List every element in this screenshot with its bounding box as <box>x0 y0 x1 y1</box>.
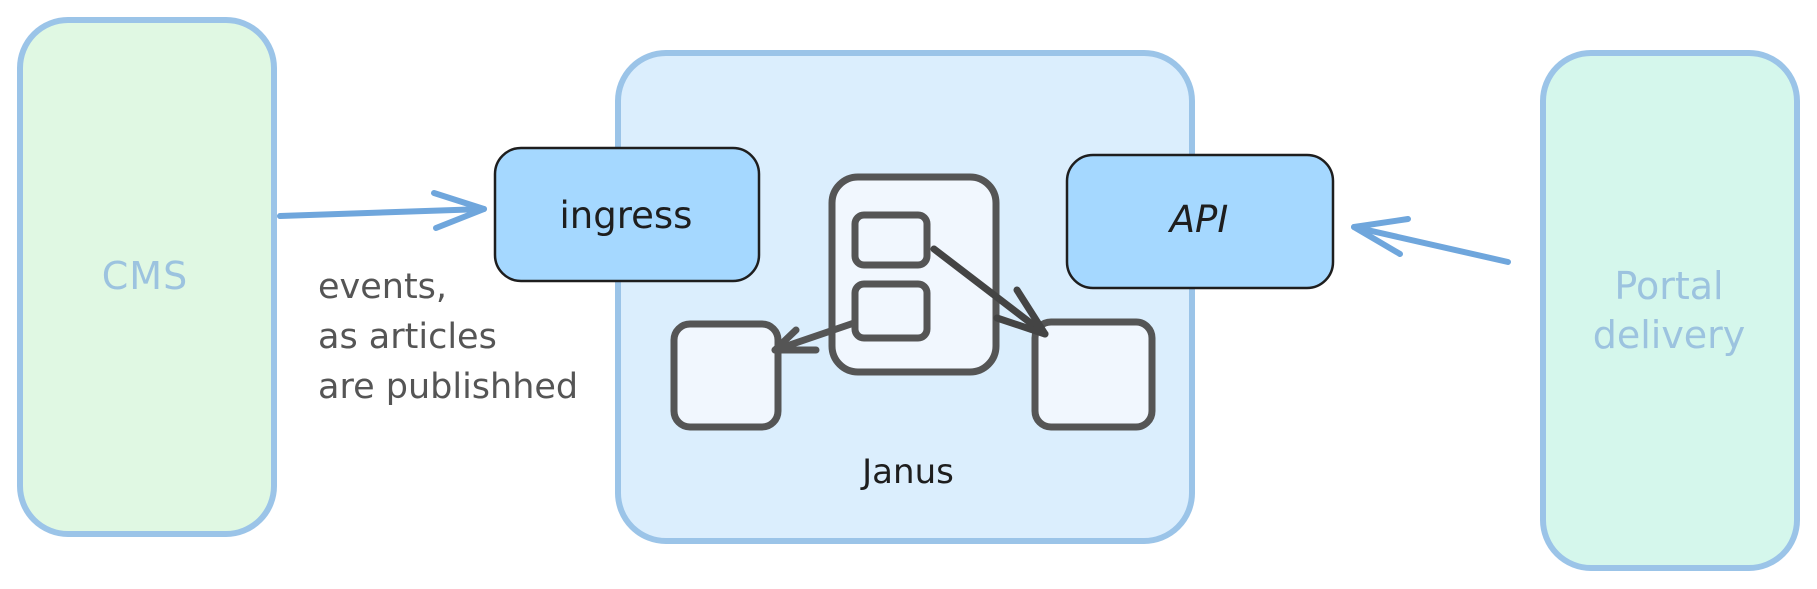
portal-delivery-box[interactable] <box>1540 50 1800 571</box>
events-note-line-1: events, <box>318 267 448 307</box>
janus-label: Janus <box>862 452 954 492</box>
janus-internal-arrow-right <box>930 245 1049 338</box>
janus-right-box <box>1031 318 1156 431</box>
janus-core-slot-top <box>851 211 931 269</box>
events-note: events, as articles are publishhed <box>318 262 578 412</box>
events-note-line-2: as articles <box>318 317 497 357</box>
api-box[interactable] <box>1065 153 1335 290</box>
arrow-portal-to-api <box>1351 216 1511 265</box>
cms-label: CMS <box>101 254 189 298</box>
arrow-cms-to-ingress <box>277 190 487 231</box>
janus-core-slot-bottom <box>851 280 931 342</box>
ingress-box[interactable] <box>493 146 761 283</box>
janus-left-box <box>670 320 782 431</box>
ingress-label: ingress <box>559 194 693 237</box>
janus-internal-arrow-left <box>771 319 858 354</box>
portal-label-line-2: delivery <box>1592 313 1746 358</box>
portal-label-line-1: Portal <box>1614 264 1724 308</box>
api-label: API <box>1169 198 1229 241</box>
portal-delivery-label: Portal delivery <box>1540 262 1798 361</box>
cms-box[interactable] <box>17 17 277 537</box>
events-note-line-3: are publishhed <box>318 367 579 407</box>
